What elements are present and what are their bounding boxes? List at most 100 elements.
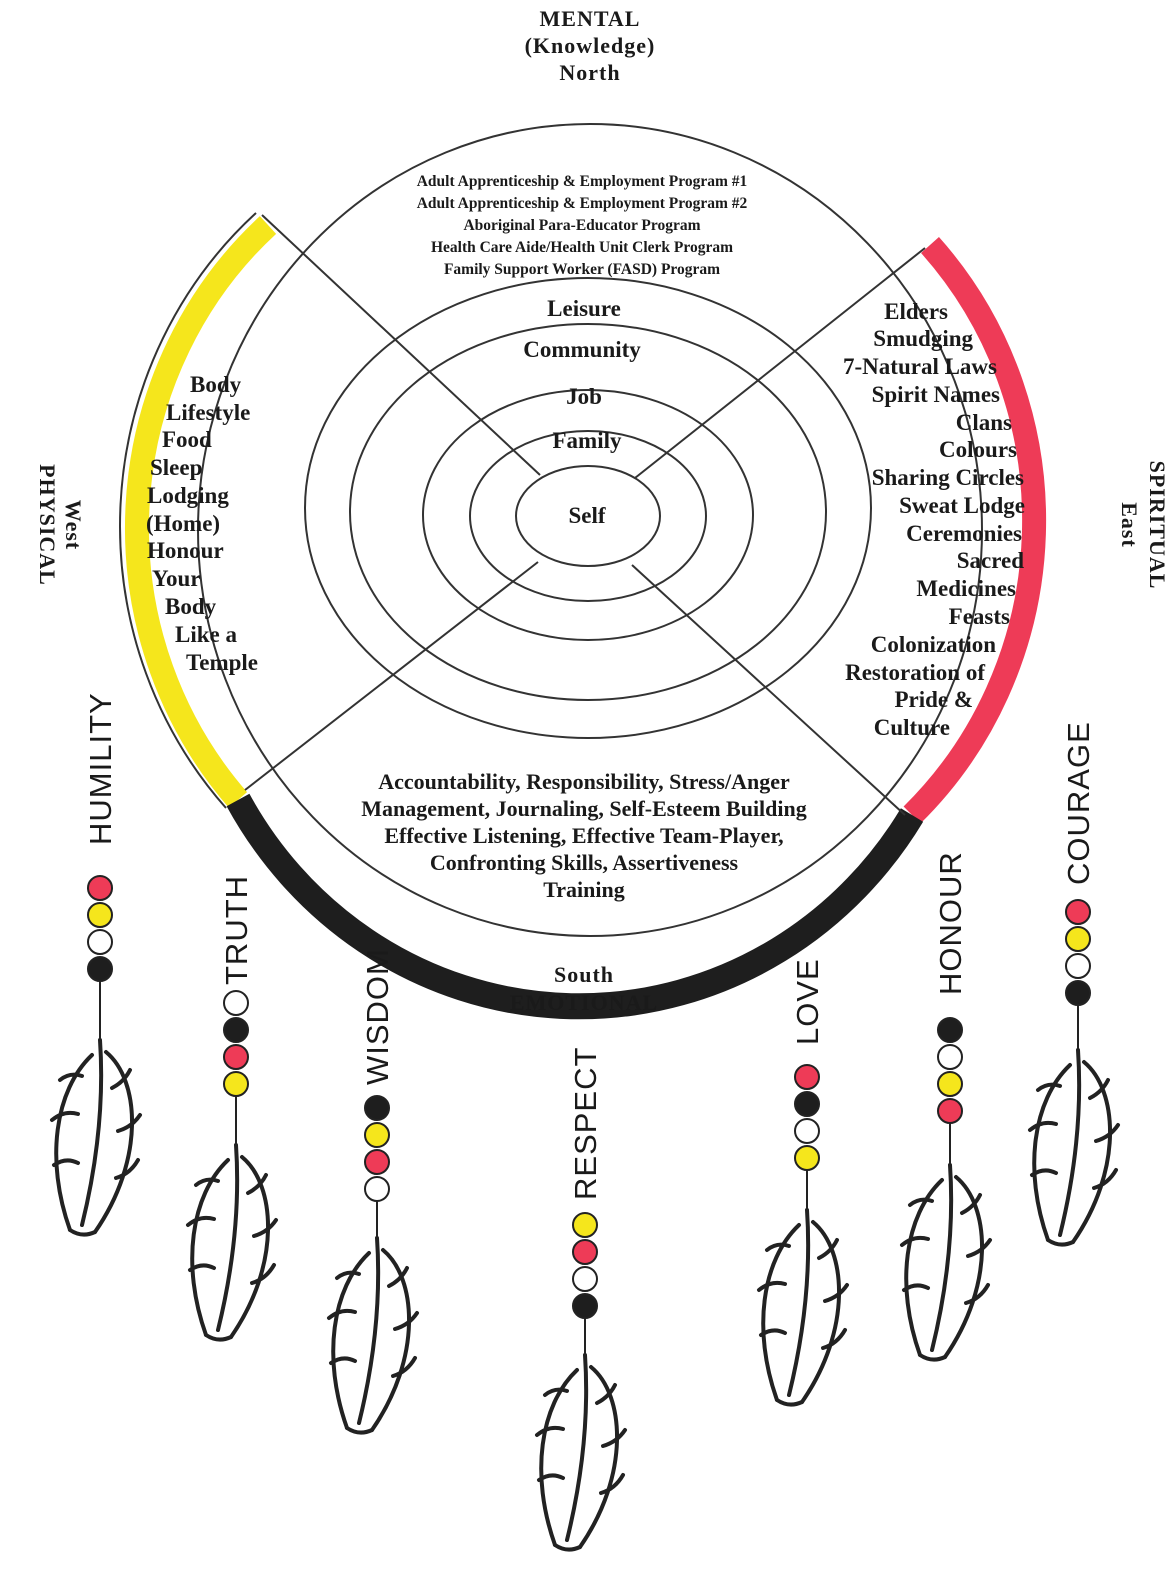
spiritual-item: Sharing Circles xyxy=(872,465,1024,490)
bead-white xyxy=(938,1045,962,1069)
emotional-item: Training xyxy=(543,877,625,902)
west-label: PHYSICAL West xyxy=(35,464,86,586)
virtue-label: TRUTH xyxy=(219,875,254,985)
feather-icon xyxy=(188,1145,276,1340)
program-item: Family Support Worker (FASD) Program xyxy=(444,261,720,278)
physical-item: Body xyxy=(190,372,242,397)
bead-black xyxy=(224,1018,248,1042)
spiritual-item: Smudging xyxy=(873,326,973,351)
ring-label-self: Self xyxy=(568,503,605,528)
ring-label-job: Job xyxy=(566,384,602,409)
bead-yellow xyxy=(938,1072,962,1096)
physical-item: Lifestyle xyxy=(166,400,250,425)
bead-red xyxy=(365,1150,389,1174)
bead-red xyxy=(938,1099,962,1123)
feather-icon xyxy=(537,1355,625,1550)
bead-black xyxy=(88,957,112,981)
bead-black xyxy=(795,1092,819,1116)
spiritual-item: Elders xyxy=(884,299,948,324)
bead-black xyxy=(1066,981,1090,1005)
spiritual-item: Sweat Lodge xyxy=(899,493,1025,518)
bead-yellow xyxy=(795,1146,819,1170)
program-item: Health Care Aide/Health Unit Clerk Progr… xyxy=(431,239,733,256)
program-item: Adult Apprenticeship & Employment Progra… xyxy=(417,195,748,212)
programs-list: Adult Apprenticeship & Employment Progra… xyxy=(417,173,748,278)
feather-honour: HONOUR xyxy=(902,851,990,1359)
bead-white xyxy=(573,1267,597,1291)
feather-humility: HUMILITY xyxy=(52,692,140,1234)
spiritual-item: Feasts xyxy=(949,604,1010,629)
north-subtitle: (Knowledge) xyxy=(525,33,656,58)
ring-label-community: Community xyxy=(523,337,641,362)
north-label: MENTAL (Knowledge) North xyxy=(525,6,656,85)
bead-yellow xyxy=(224,1072,248,1096)
virtue-label: HONOUR xyxy=(933,851,968,995)
ring-label-leisure: Leisure xyxy=(547,296,621,321)
bead-red xyxy=(1066,900,1090,924)
bead-red xyxy=(224,1045,248,1069)
spiritual-item: Pride & xyxy=(894,687,973,712)
feather-respect: RESPECT xyxy=(537,1047,625,1550)
spiritual-item: Restoration of xyxy=(845,660,985,685)
virtue-label: LOVE xyxy=(790,958,825,1045)
virtue-label: HUMILITY xyxy=(83,692,118,845)
physical-item: Food xyxy=(162,427,212,452)
emotional-item: Accountability, Responsibility, Stress/A… xyxy=(378,769,790,794)
south-title: EMOTIONAL xyxy=(510,990,658,1015)
program-item: Aboriginal Para-Educator Program xyxy=(463,217,700,234)
spiritual-item: Medicines xyxy=(916,576,1016,601)
west-direction: West xyxy=(61,500,86,550)
bead-red xyxy=(88,876,112,900)
bead-yellow xyxy=(88,903,112,927)
virtue-label: RESPECT xyxy=(568,1047,603,1200)
feather-icon xyxy=(902,1165,990,1360)
east-direction: East xyxy=(1117,502,1142,548)
virtue-label: COURAGE xyxy=(1061,721,1096,885)
bead-yellow xyxy=(1066,927,1090,951)
north-direction: North xyxy=(559,60,620,85)
bead-yellow xyxy=(573,1213,597,1237)
feather-icon xyxy=(52,1040,140,1235)
spiritual-item: 7-Natural Laws xyxy=(843,354,997,379)
physical-item: Like a xyxy=(175,622,237,647)
south-label: South EMOTIONAL xyxy=(510,962,658,1015)
bead-red xyxy=(573,1240,597,1264)
feather-icon xyxy=(759,1210,847,1405)
east-label: SPIRITUAL East xyxy=(1117,461,1170,590)
physical-item: Sleep xyxy=(150,455,202,480)
physical-item: Temple xyxy=(186,650,258,675)
spiritual-item: Ceremonies xyxy=(906,521,1022,546)
physical-item: Body xyxy=(165,594,217,619)
east-title: SPIRITUAL xyxy=(1145,461,1170,590)
virtue-label: WISDOM xyxy=(360,948,395,1085)
bead-yellow xyxy=(365,1123,389,1147)
physical-item: Honour xyxy=(147,538,224,563)
bead-black xyxy=(938,1018,962,1042)
feather-wisdom: WISDOM xyxy=(329,948,417,1432)
feather-courage: COURAGE xyxy=(1030,721,1118,1244)
bead-red xyxy=(795,1065,819,1089)
spiritual-item: Culture xyxy=(874,715,950,740)
spiritual-item: Colonization xyxy=(871,632,996,657)
physical-item: Your xyxy=(152,566,201,591)
program-item: Adult Apprenticeship & Employment Progra… xyxy=(417,173,748,190)
ring-label-family: Family xyxy=(553,428,622,453)
north-title: MENTAL xyxy=(540,6,641,31)
bead-black xyxy=(573,1294,597,1318)
bead-white xyxy=(795,1119,819,1143)
south-direction: South xyxy=(554,962,614,987)
west-title: PHYSICAL xyxy=(35,464,60,586)
physical-item: (Home) xyxy=(146,511,220,536)
spiritual-item: Clans xyxy=(956,410,1012,435)
bead-black xyxy=(365,1096,389,1120)
spiritual-item: Spirit Names xyxy=(872,382,1000,407)
spiritual-item: Colours xyxy=(939,437,1017,462)
feather-icon xyxy=(329,1238,417,1433)
emotional-item: Effective Listening, Effective Team-Play… xyxy=(384,823,783,848)
bead-white xyxy=(365,1177,389,1201)
feather-icon xyxy=(1030,1050,1118,1245)
emotional-item: Management, Journaling, Self-Esteem Buil… xyxy=(361,796,807,821)
bead-white xyxy=(88,930,112,954)
physical-item: Lodging xyxy=(147,483,229,508)
